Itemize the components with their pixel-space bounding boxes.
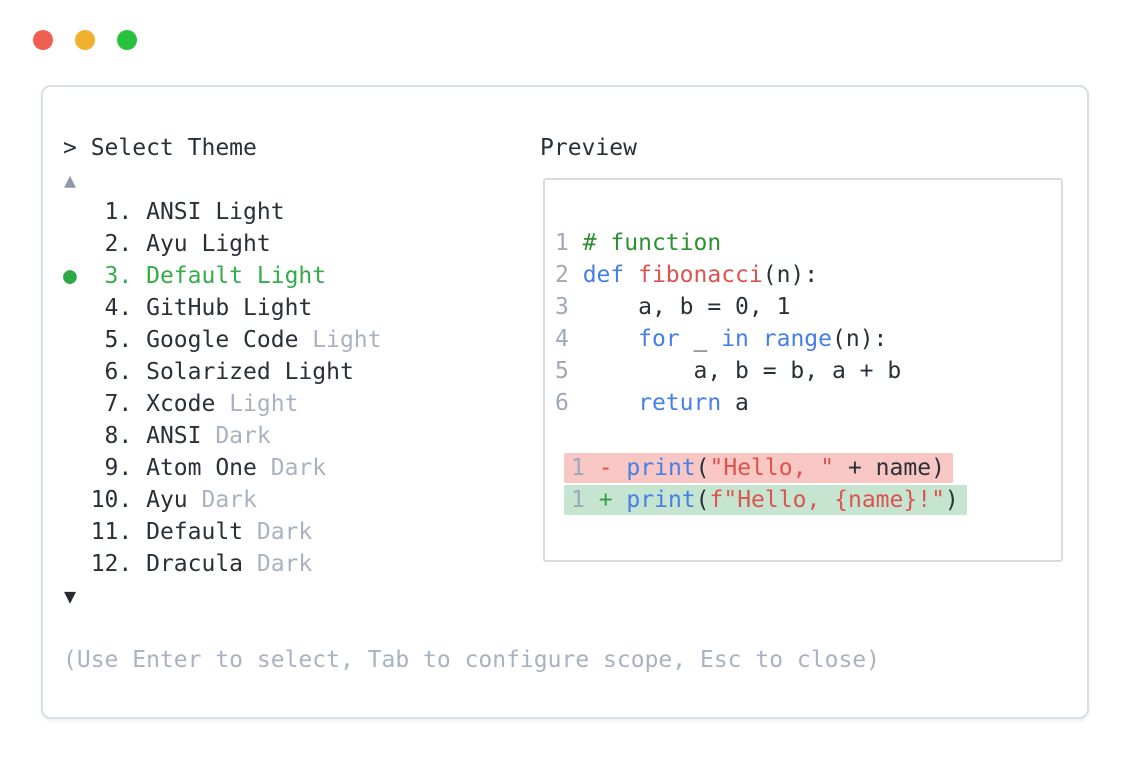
theme-list-item[interactable]: 7. Xcode Light bbox=[76, 391, 299, 417]
theme-list-item[interactable]: 2. Ayu Light bbox=[76, 231, 271, 257]
code-line: 2 def fibonacci(n): bbox=[555, 262, 819, 288]
preview-title: Preview bbox=[540, 135, 637, 161]
code-line: 3 a, b = 0, 1 bbox=[555, 294, 791, 320]
theme-picker-panel: > Select Theme ▲ 1. ANSI Light 2. Ayu Li… bbox=[41, 85, 1089, 719]
theme-list-item[interactable]: 10. Ayu Dark bbox=[76, 487, 257, 513]
theme-list-item[interactable]: 8. ANSI Dark bbox=[76, 423, 271, 449]
code-line: 1 # function bbox=[555, 230, 722, 256]
help-text: (Use Enter to select, Tab to configure s… bbox=[63, 647, 880, 673]
theme-list-item[interactable]: 11. Default Dark bbox=[76, 519, 313, 545]
diff-removed-line: 1 - print("Hello, " + name) bbox=[555, 451, 967, 483]
theme-list-item[interactable]: 4. GitHub Light bbox=[76, 295, 313, 321]
code-blank-line bbox=[555, 419, 967, 451]
code-line: 6 return a bbox=[555, 390, 749, 416]
scroll-up-icon[interactable]: ▲ bbox=[64, 168, 77, 192]
select-theme-prompt: > Select Theme bbox=[63, 135, 257, 161]
theme-list: 1. ANSI Light 2. Ayu Light ● 3. Default L… bbox=[63, 196, 382, 580]
theme-list-item[interactable]: 1. ANSI Light bbox=[76, 199, 285, 225]
theme-list-item[interactable]: 5. Google Code Light bbox=[76, 327, 382, 353]
theme-list-item[interactable]: 12. Dracula Dark bbox=[76, 551, 313, 577]
code-preview: 1 # function 2 def fibonacci(n): 3 a, b = … bbox=[555, 227, 967, 515]
code-line: 4 for _ in range(n): bbox=[555, 326, 888, 352]
close-button[interactable] bbox=[33, 30, 53, 50]
diff-added-line: 1 + print(f"Hello, {name}!") bbox=[555, 483, 967, 515]
code-line: 5 a, b = b, a + b bbox=[555, 358, 902, 384]
preview-box: 1 # function 2 def fibonacci(n): 3 a, b = … bbox=[543, 178, 1063, 562]
theme-list-item[interactable]: 6. Solarized Light bbox=[76, 359, 354, 385]
scroll-down-icon[interactable]: ▼ bbox=[64, 584, 77, 608]
window-controls bbox=[33, 30, 137, 50]
theme-list-item[interactable]: 9. Atom One Dark bbox=[76, 455, 327, 481]
theme-list-item[interactable]: ● 3. Default Light bbox=[63, 263, 327, 289]
maximize-button[interactable] bbox=[117, 30, 137, 50]
minimize-button[interactable] bbox=[75, 30, 95, 50]
